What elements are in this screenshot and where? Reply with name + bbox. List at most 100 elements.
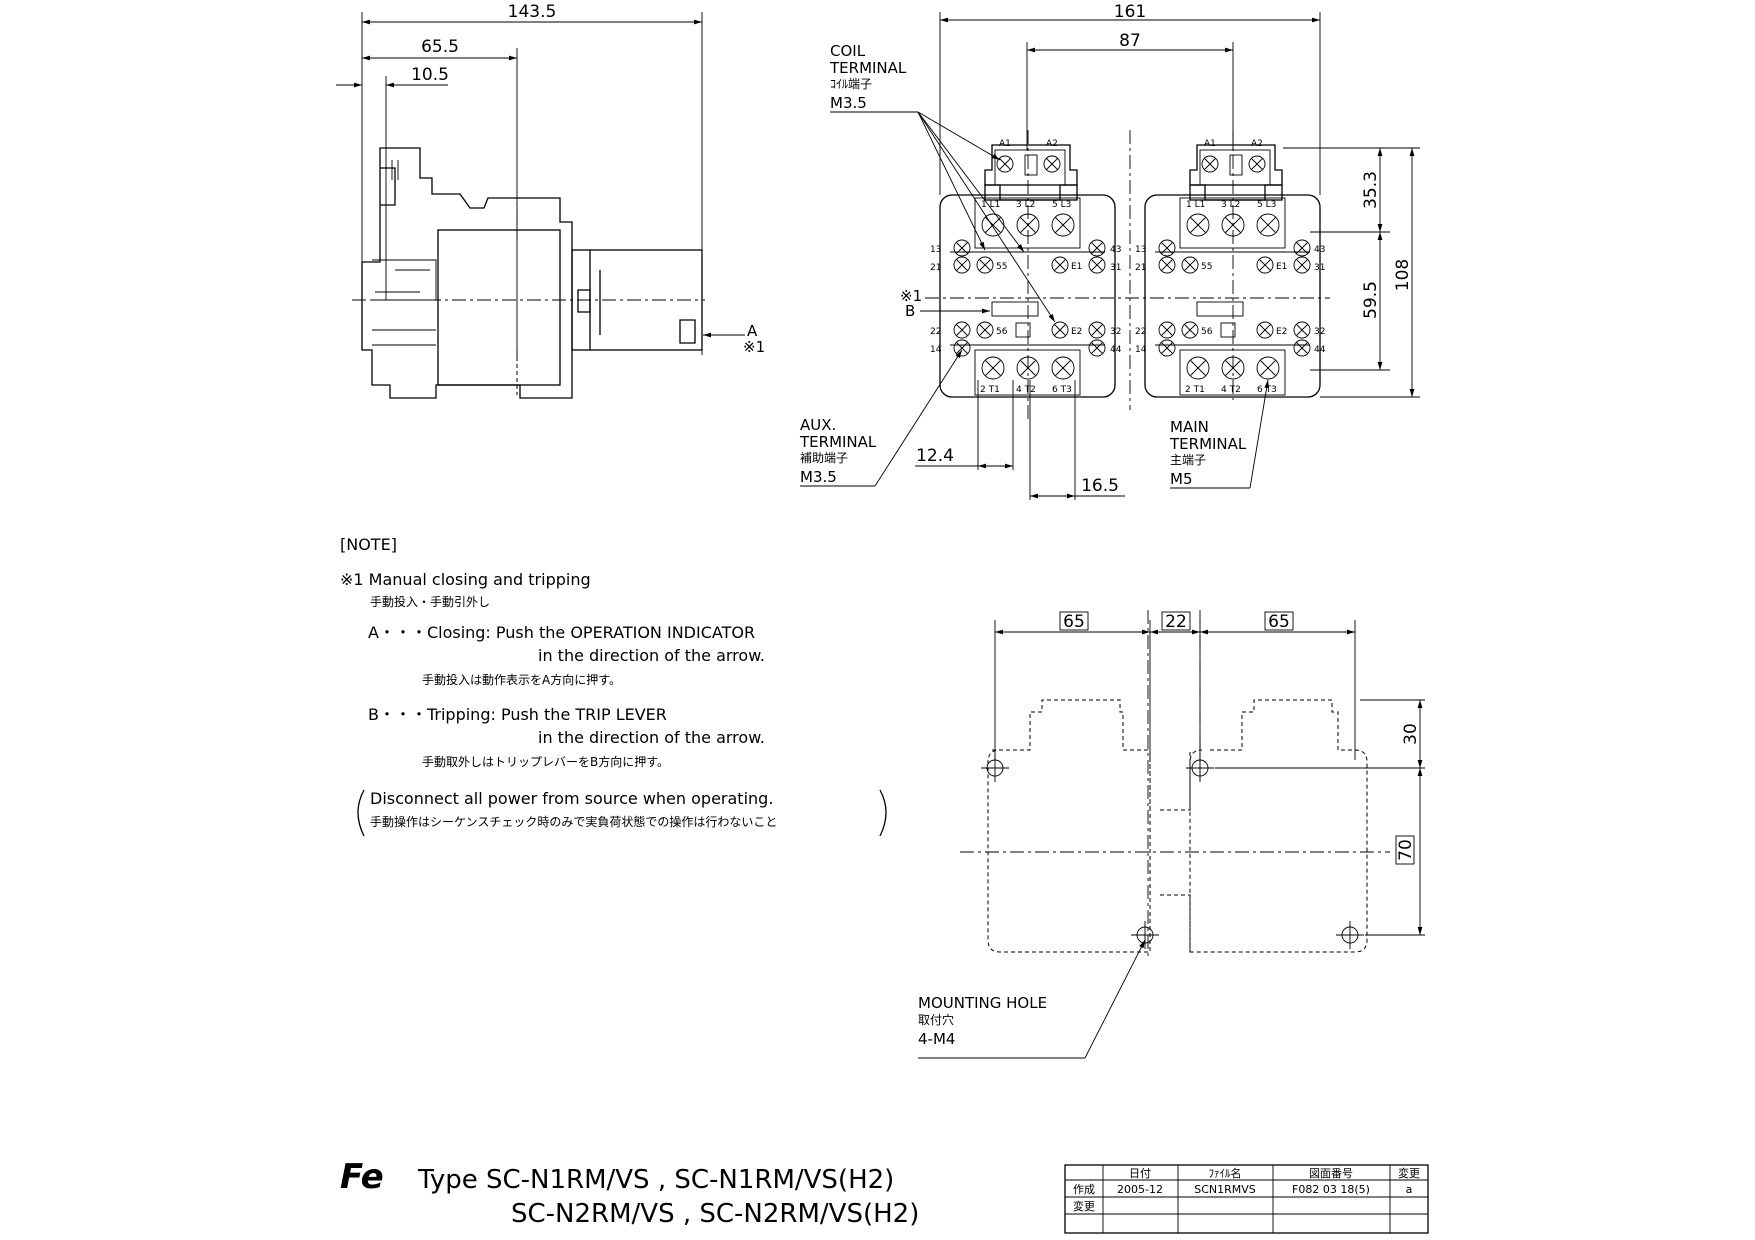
right-t1: 2 T1 <box>1185 385 1205 395</box>
note-b-line2: in the direction of the arrow. <box>538 728 765 747</box>
aux-terminal-line1: AUX. <box>800 416 836 434</box>
right-t3: 6 T3 <box>1257 385 1277 395</box>
side-dim-mid: 65.5 <box>421 37 459 57</box>
left-n31: 31 <box>1110 263 1121 273</box>
front-dim-h1: 35.3 <box>1361 171 1381 209</box>
right-l1: 1 L1 <box>1186 200 1205 210</box>
right-n32: 32 <box>1314 327 1325 337</box>
mounting-hole-size: 4-M4 <box>918 1030 955 1048</box>
coil-terminal-line1: COIL <box>830 42 866 60</box>
left-n44: 44 <box>1110 345 1122 355</box>
table-header-revision: 変更 <box>1398 1166 1420 1180</box>
notes: [NOTE] ※1 Manual closing and tripping 手動… <box>340 535 887 837</box>
mount-dim-v2: 70 <box>1396 839 1416 861</box>
mounting-view: 65 22 65 30 70 MOUNTING HOLE 取付穴 4-M4 <box>918 610 1425 1059</box>
left-a1: A1 <box>999 139 1011 149</box>
left-a2: A2 <box>1046 139 1058 149</box>
note-b-jp: 手動取外しはトリップレバーをB方向に押す。 <box>422 754 669 769</box>
main-terminal-jp: 主端子 <box>1170 453 1206 467</box>
right-a1: A1 <box>1204 139 1216 149</box>
note-n1: ※1 Manual closing and tripping <box>340 570 591 589</box>
left-n14: 14 <box>930 345 942 355</box>
table-row1-revision: a <box>1406 1183 1413 1196</box>
left-l3: 5 L3 <box>1052 200 1071 210</box>
type-line1: Type SC-N1RM/VS , SC-N1RM/VS(H2) <box>417 1165 894 1195</box>
note-a-jp: 手動投入は動作表示をA方向に押す。 <box>422 672 621 687</box>
mount-dim-v1: 30 <box>1401 723 1421 745</box>
right-n31: 31 <box>1314 263 1325 273</box>
front-dim-w1: 12.4 <box>916 446 954 466</box>
left-n32: 32 <box>1110 327 1121 337</box>
note-a-line2: in the direction of the arrow. <box>538 646 765 665</box>
right-n22: 22 <box>1135 327 1146 337</box>
right-a2: A2 <box>1251 139 1263 149</box>
front-view: 161 87 COIL TERMINAL ｺｲﾙ端子 M3.5 A1 A2 <box>799 2 1420 500</box>
note-b-line1: B・・・Tripping: Push the TRIP LEVER <box>368 705 667 724</box>
side-dim-small: 10.5 <box>411 65 449 85</box>
right-n13: 13 <box>1135 245 1146 255</box>
left-unit: A1 A2 1 L1 3 L2 5 L3 13 21 22 14 43 31 3… <box>930 130 1122 420</box>
right-n56: 56 <box>1201 327 1213 337</box>
left-n13: 13 <box>930 245 941 255</box>
note-header: [NOTE] <box>340 535 397 554</box>
left-l1: 1 L1 <box>981 200 1000 210</box>
table-row1-file: SCN1RMVS <box>1194 1183 1256 1196</box>
side-callout-letter: A <box>747 322 758 340</box>
left-n43: 43 <box>1110 245 1121 255</box>
right-n44: 44 <box>1314 345 1326 355</box>
right-n21: 21 <box>1135 263 1146 273</box>
mount-dim-gap: 22 <box>1165 612 1187 632</box>
trip-letter: B <box>905 302 915 320</box>
main-terminal-size: M5 <box>1170 470 1193 488</box>
side-callout-mark: ※1 <box>743 338 765 356</box>
coil-terminal-line2: TERMINAL <box>829 59 907 77</box>
right-n55: 55 <box>1201 262 1212 272</box>
mount-dim-w1: 65 <box>1063 612 1085 632</box>
right-e2: E2 <box>1276 327 1287 337</box>
table-header-drawing-no: 図面番号 <box>1309 1167 1353 1180</box>
left-t3: 6 T3 <box>1052 385 1072 395</box>
table-row1-label: 作成 <box>1073 1183 1095 1196</box>
note-a-line1: A・・・Closing: Push the OPERATION INDICATO… <box>368 623 755 642</box>
left-e1: E1 <box>1071 262 1082 272</box>
trip-mark: ※1 <box>900 287 922 305</box>
coil-terminal-size: M3.5 <box>830 94 867 112</box>
mount-dim-w2: 65 <box>1268 612 1290 632</box>
left-n56: 56 <box>996 327 1008 337</box>
right-n14: 14 <box>1135 345 1147 355</box>
table-row1-drawing-no: F082 03 18(5) <box>1292 1183 1370 1196</box>
coil-terminal-jp: ｺｲﾙ端子 <box>830 77 872 91</box>
note-warn: Disconnect all power from source when op… <box>370 789 773 808</box>
mounting-hole-jp: 取付穴 <box>918 1012 954 1027</box>
side-dim-overall: 143.5 <box>508 2 557 22</box>
left-l2: 3 L2 <box>1016 200 1035 210</box>
note-warn-jp: 手動操作はシーケンスチェック時のみで実負荷状態での操作は行わないこと <box>370 814 777 829</box>
title-block: Fe Type SC-N1RM/VS , SC-N1RM/VS(H2) SC-N… <box>340 1157 1429 1234</box>
left-n21: 21 <box>930 263 941 273</box>
front-dim-width: 161 <box>1114 2 1146 22</box>
front-dim-height: 108 <box>1393 259 1413 291</box>
right-t2: 4 T2 <box>1221 385 1241 395</box>
main-terminal-line2: TERMINAL <box>1169 435 1247 453</box>
right-e1: E1 <box>1276 262 1287 272</box>
front-dim-coil-pitch: 87 <box>1119 31 1141 51</box>
front-dim-w2: 16.5 <box>1081 476 1119 496</box>
right-unit: A1 A2 1 L1 3 L2 5 L3 13 21 22 14 43 31 3… <box>1135 130 1326 400</box>
type-line2: SC-N2RM/VS , SC-N2RM/VS(H2) <box>511 1199 919 1229</box>
table-header-file: ﾌｧｲﾙ名 <box>1209 1166 1242 1180</box>
aux-terminal-jp: 補助端子 <box>800 451 848 465</box>
table-row2-label: 変更 <box>1073 1199 1095 1213</box>
right-l3: 5 L3 <box>1257 200 1276 210</box>
left-n22: 22 <box>930 327 941 337</box>
left-t1: 2 T1 <box>980 385 1000 395</box>
right-l2: 3 L2 <box>1221 200 1240 210</box>
aux-terminal-line2: TERMINAL <box>799 433 877 451</box>
left-t2: 4 T2 <box>1016 385 1036 395</box>
main-terminal-line1: MAIN <box>1170 418 1209 436</box>
side-view: 143.5 65.5 10.5 A ※1 <box>336 2 765 399</box>
table-row1-date: 2005-12 <box>1117 1183 1163 1196</box>
front-dim-h2: 59.5 <box>1361 281 1381 319</box>
left-e2: E2 <box>1071 327 1082 337</box>
aux-terminal-size: M3.5 <box>800 468 837 486</box>
